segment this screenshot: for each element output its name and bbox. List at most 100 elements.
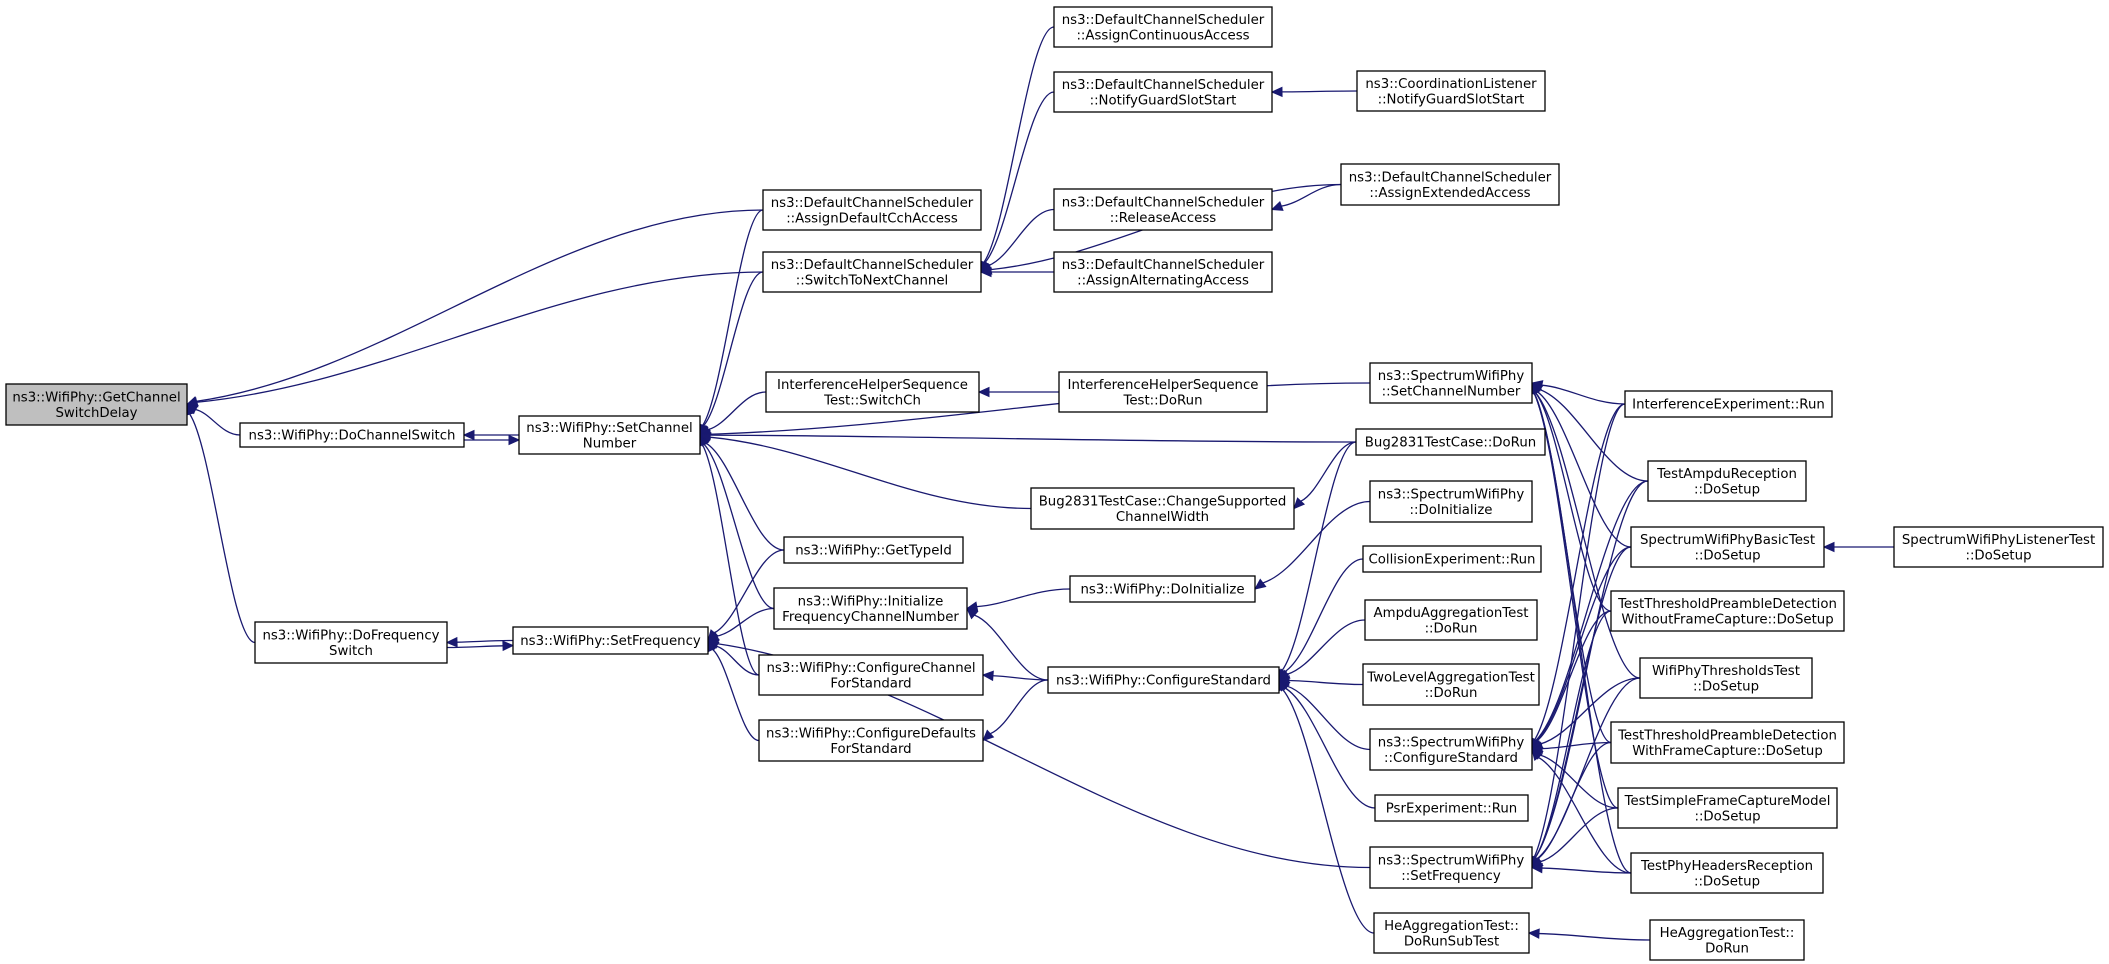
node-configurestandard[interactable]: ns3::WifiPhy::ConfigureStandard <box>1047 666 1280 694</box>
edge-arrowhead <box>982 729 995 742</box>
node-box <box>239 422 465 448</box>
node-bug2831_dorun[interactable]: Bug2831TestCase::DoRun <box>1355 428 1546 456</box>
node-psr_run[interactable]: PsrExperiment::Run <box>1374 794 1529 822</box>
node-label: AmpduAggregationTest <box>1374 606 1529 621</box>
edge-line <box>1535 480 1649 741</box>
edge-line <box>701 444 760 676</box>
node-dcs_assignalternating[interactable]: ns3::DefaultChannelScheduler::AssignAlte… <box>1053 251 1273 293</box>
node-ttpd_without_dosetup[interactable]: TestThresholdPreambleDetectionWithoutFra… <box>1610 590 1845 632</box>
node-bug2831_changewidth[interactable]: Bug2831TestCase::ChangeSupportedChannelW… <box>1030 487 1295 530</box>
edge-arrowhead <box>698 432 712 443</box>
edge-line <box>1284 558 1364 673</box>
node-label: ns3::WifiPhy::SetChannel <box>526 421 692 436</box>
node-cl_notifyguard[interactable]: ns3::CoordinationListener::NotifyGuardSl… <box>1356 70 1546 112</box>
node-dcs_releaseaccess[interactable]: ns3::DefaultChannelScheduler::ReleaseAcc… <box>1053 188 1273 231</box>
edge-line <box>1534 392 1612 612</box>
edge-line <box>983 26 1055 263</box>
edge-line <box>1536 741 1612 860</box>
node-dcs_assigncontinuous[interactable]: ns3::DefaultChannelScheduler::AssignCont… <box>1053 6 1273 48</box>
edge-line <box>1281 441 1357 671</box>
node-label: DoRun <box>1705 941 1749 956</box>
node-label: ns3::WifiPhy::GetTypeId <box>795 544 952 559</box>
node-configchannelstd[interactable]: ns3::WifiPhy::ConfigureChannelForStandar… <box>758 654 984 696</box>
node-box <box>1047 666 1280 694</box>
node-label: ::AssignExtendedAccess <box>1369 186 1530 201</box>
edge-gettypeid-to-setchannelnumber <box>699 434 785 551</box>
node-box <box>5 383 188 426</box>
node-ttpd_with_dosetup[interactable]: TestThresholdPreambleDetectionWithFrameC… <box>1610 721 1845 764</box>
node-dcs_notifyguard[interactable]: ns3::DefaultChannelScheduler::NotifyGuar… <box>1053 71 1273 113</box>
node-dcs_assigndefaultcch[interactable]: ns3::DefaultChannelScheduler::AssignDefa… <box>762 189 982 231</box>
edge-line <box>1536 391 1632 548</box>
node-swp_setchannelnumber[interactable]: ns3::SpectrumWifiPhy::SetChannelNumber <box>1369 362 1533 404</box>
node-box <box>1624 390 1833 418</box>
node-initfreqchan[interactable]: ns3::WifiPhy::InitializeFrequencyChannel… <box>773 587 968 630</box>
edge-line <box>1538 932 1651 941</box>
node-tphr_dosetup[interactable]: TestPhyHeadersReception::DoSetup <box>1630 852 1824 894</box>
node-doinitialize[interactable]: ns3::WifiPhy::DoInitialize <box>1069 575 1256 603</box>
node-label: ::DoInitialize <box>1410 503 1493 518</box>
node-label: ::DoSetup <box>1694 809 1760 824</box>
edge-arrowhead <box>966 607 979 620</box>
node-swplistener_dosetup[interactable]: SpectrumWifiPhyListenerTest::DoSetup <box>1893 526 2104 568</box>
node-swp_doinitialize[interactable]: ns3::SpectrumWifiPhy::DoInitialize <box>1369 480 1533 523</box>
node-collision_run[interactable]: CollisionExperiment::Run <box>1362 545 1542 573</box>
node-setfrequency[interactable]: ns3::WifiPhy::SetFrequency <box>512 626 709 655</box>
node-interference_run[interactable]: InterferenceExperiment::Run <box>1624 390 1833 418</box>
node-ampduagg_dorun[interactable]: AmpduAggregationTest::DoRun <box>1364 599 1538 641</box>
node-label: ::DoSetup <box>1693 679 1759 694</box>
edge-line <box>195 408 241 436</box>
node-label: ns3::DefaultChannelScheduler <box>771 196 974 211</box>
node-label: ns3::DefaultChannelScheduler <box>1062 13 1265 28</box>
edge-cl_notifyguard-to-dcs_notifyguard <box>1270 86 1358 98</box>
node-label: InterferenceExperiment::Run <box>1632 398 1825 413</box>
edge-arrowhead <box>1822 541 1835 553</box>
edge-line <box>1541 867 1632 874</box>
edge-arrowhead <box>1531 748 1543 761</box>
node-configdefaultsstd[interactable]: ns3::WifiPhy::ConfigureDefaultsForStanda… <box>758 719 984 762</box>
edge-line <box>709 382 1371 435</box>
node-label: TestThresholdPreambleDetection <box>1617 597 1837 612</box>
node-swp_configurestandard[interactable]: ns3::SpectrumWifiPhy::ConfigureStandard <box>1369 728 1533 771</box>
edge-arrowhead <box>502 640 515 652</box>
edge-ihst_dorun-to-ihst_switchch <box>977 386 1059 398</box>
node-label: ::DoSetup <box>1694 482 1760 497</box>
node-dcs_switchtonext[interactable]: ns3::DefaultChannelScheduler::SwitchToNe… <box>762 251 982 293</box>
node-twolevel_dorun[interactable]: TwoLevelAggregationTest::DoRun <box>1362 663 1540 706</box>
node-label: InterferenceHelperSequence <box>1068 378 1259 393</box>
edge-initfreqchan-to-setchannelnumber <box>699 433 775 610</box>
call-edges <box>184 26 1894 941</box>
node-swpbasic_dosetup[interactable]: SpectrumWifiPhyBasicTest::DoSetup <box>1630 526 1825 568</box>
node-gettypeid[interactable]: ns3::WifiPhy::GetTypeId <box>783 536 964 564</box>
edge-line <box>1287 619 1366 675</box>
edge-arrowhead <box>445 636 458 648</box>
node-heagg_dorun[interactable]: HeAggregationTest::DoRun <box>1649 919 1805 961</box>
edge-initfreqchan-to-setfrequency <box>706 607 775 642</box>
node-box <box>765 371 980 413</box>
edge-bug2831_dorun-to-setchannelnumber <box>698 429 1357 443</box>
node-wpthresholds_dosetup[interactable]: WifiPhyThresholdsTest::DoSetup <box>1639 657 1813 699</box>
node-testampdu_dosetup[interactable]: TestAmpduReception::DoSetup <box>1647 460 1807 502</box>
node-swp_setfrequency[interactable]: ns3::SpectrumWifiPhy::SetFrequency <box>1369 846 1533 889</box>
node-dcs_assignextended[interactable]: ns3::DefaultChannelScheduler::AssignExte… <box>1340 163 1560 206</box>
node-label: ::SetChannelNumber <box>1382 384 1521 399</box>
node-label: Switch <box>329 644 373 659</box>
node-box <box>1053 6 1273 48</box>
edge-line <box>1540 807 1619 863</box>
node-label: WifiPhyThresholdsTest <box>1652 664 1800 679</box>
edge-arrowhead <box>981 670 994 682</box>
node-label: TestSimpleFrameCaptureModel <box>1624 794 1831 809</box>
node-heagg_dorunsubtest[interactable]: HeAggregationTest::DoRunSubTest <box>1373 912 1530 954</box>
node-tsfcm_dosetup[interactable]: TestSimpleFrameCaptureModel::DoSetup <box>1617 787 1838 829</box>
edge-gettypeid-to-setfrequency <box>707 549 785 642</box>
node-dochannelswitch[interactable]: ns3::WifiPhy::DoChannelSwitch <box>239 422 465 448</box>
edge-line <box>1534 403 1626 741</box>
node-setchannelnumber[interactable]: ns3::WifiPhy::SetChannelNumber <box>518 415 701 455</box>
edge-dochannelswitch-to-setchannelnumber <box>464 434 521 446</box>
edge-line <box>714 549 785 634</box>
node-label: ns3::DefaultChannelScheduler <box>1062 195 1265 210</box>
